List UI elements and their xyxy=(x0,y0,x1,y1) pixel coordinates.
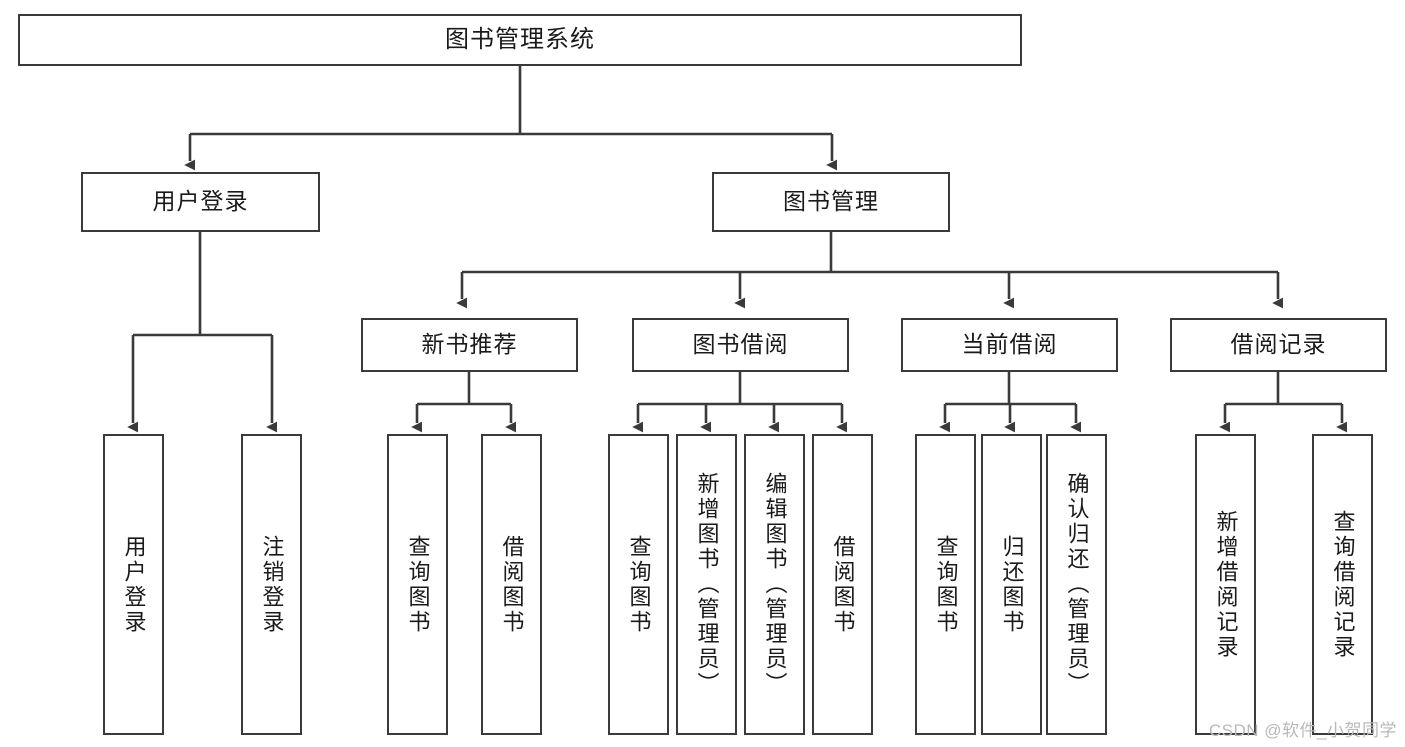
node-label: 确认归还（管理员） xyxy=(1064,472,1090,697)
node-borrow-record[interactable]: 借阅记录 xyxy=(1170,318,1387,372)
node-label: 当前借阅 xyxy=(961,331,1058,358)
node-label: 归还图书 xyxy=(999,534,1025,635)
node-label: 注销登录 xyxy=(259,534,285,635)
node-label: 查询图书 xyxy=(933,534,959,635)
node-leaf-user-login[interactable]: 用户登录 xyxy=(103,434,164,735)
node-leaf-borrow-book-1[interactable]: 借阅图书 xyxy=(481,434,542,735)
node-leaf-user-logout[interactable]: 注销登录 xyxy=(241,434,302,735)
node-leaf-return-book[interactable]: 归还图书 xyxy=(981,434,1042,735)
node-label: 借阅图书 xyxy=(499,534,525,635)
node-label: 查询图书 xyxy=(405,534,431,635)
node-user-login[interactable]: 用户登录 xyxy=(81,172,320,232)
node-label: 图书管理 xyxy=(783,188,879,215)
node-leaf-confirm-return[interactable]: 确认归还（管理员） xyxy=(1046,434,1107,735)
node-label: 新增图书（管理员） xyxy=(694,472,720,697)
node-leaf-add-record[interactable]: 新增借阅记录 xyxy=(1195,434,1256,735)
node-leaf-add-book[interactable]: 新增图书（管理员） xyxy=(676,434,737,735)
node-current-borrow[interactable]: 当前借阅 xyxy=(901,318,1118,372)
csdn-watermark: CSDN @软件_小贺同学 xyxy=(1208,721,1397,740)
node-leaf-query-book-1[interactable]: 查询图书 xyxy=(387,434,448,735)
node-label: 新书推荐 xyxy=(421,331,518,358)
node-leaf-edit-book[interactable]: 编辑图书（管理员） xyxy=(744,434,805,735)
node-label: 用户登录 xyxy=(121,534,147,635)
node-root-book-management-system[interactable]: 图书管理系统 xyxy=(18,14,1022,66)
node-leaf-borrow-book-2[interactable]: 借阅图书 xyxy=(812,434,873,735)
node-label: 图书借阅 xyxy=(692,331,789,358)
node-book-management[interactable]: 图书管理 xyxy=(712,172,950,232)
node-label: 借阅图书 xyxy=(830,534,856,635)
node-leaf-query-record[interactable]: 查询借阅记录 xyxy=(1312,434,1373,735)
node-label: 编辑图书（管理员） xyxy=(762,472,788,697)
node-leaf-query-book-2[interactable]: 查询图书 xyxy=(608,434,669,735)
node-leaf-query-book-3[interactable]: 查询图书 xyxy=(915,434,976,735)
node-label: 用户登录 xyxy=(152,188,249,215)
node-label: 查询图书 xyxy=(626,534,652,635)
node-new-book-recommend[interactable]: 新书推荐 xyxy=(361,318,578,372)
node-label: 图书管理系统 xyxy=(445,25,595,53)
node-label: 查询借阅记录 xyxy=(1330,509,1356,660)
node-label: 借阅记录 xyxy=(1230,331,1327,358)
node-label: 新增借阅记录 xyxy=(1213,509,1239,660)
node-book-borrow[interactable]: 图书借阅 xyxy=(632,318,849,372)
